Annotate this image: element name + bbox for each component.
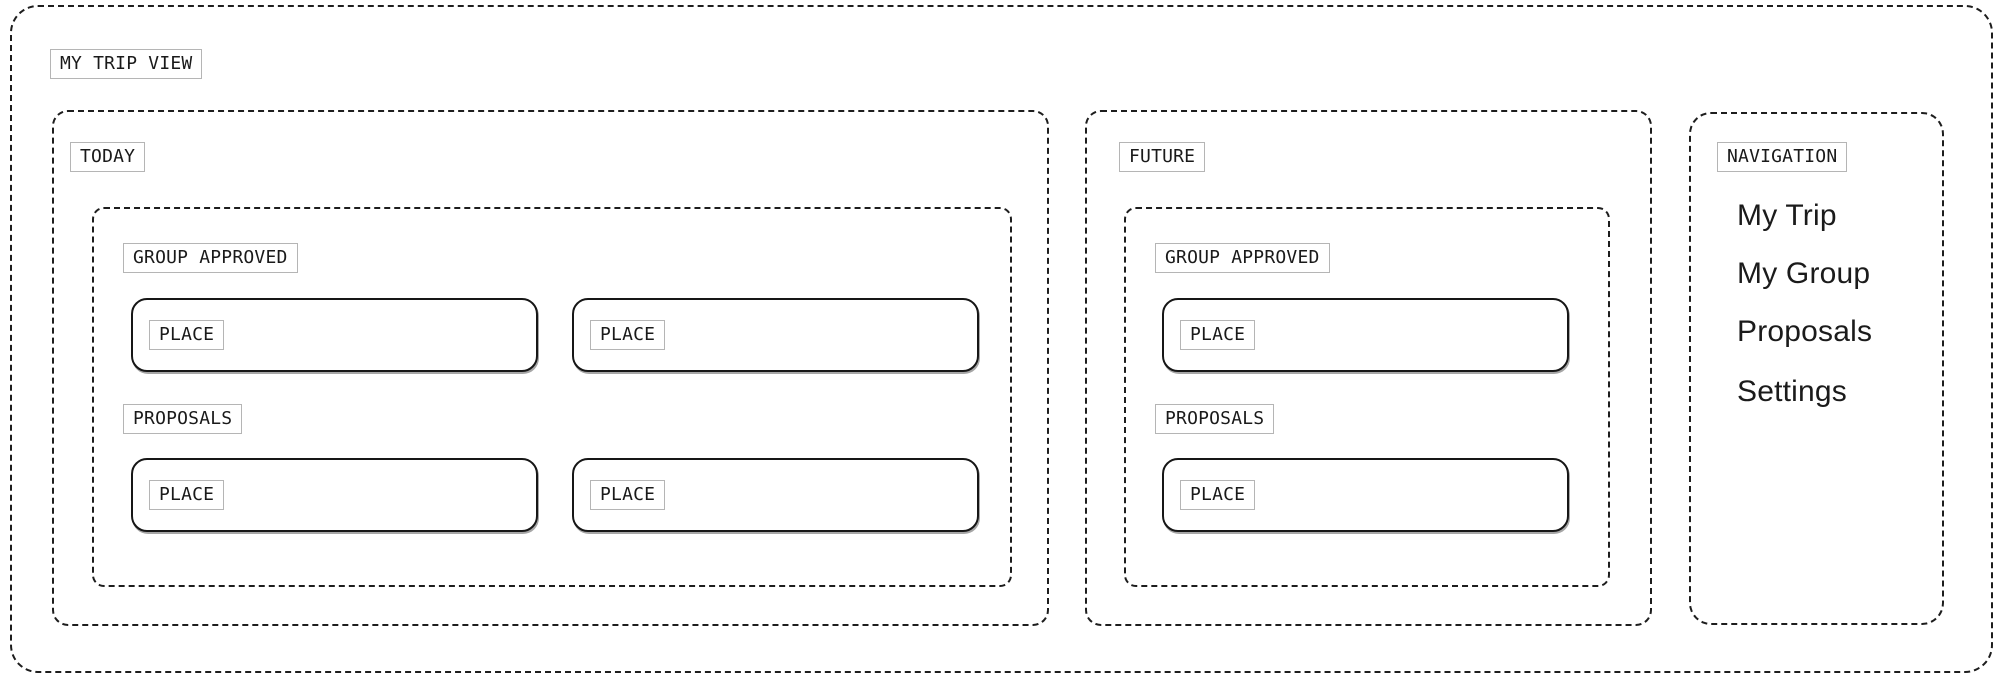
nav-item-my-trip[interactable]: My Trip bbox=[1737, 199, 1837, 232]
nav-item-my-group[interactable]: My Group bbox=[1737, 257, 1871, 290]
navigation-panel-label: NAVIGATION bbox=[1717, 142, 1848, 172]
app-frame: MY TRIP VIEW TODAY GROUP APPROVED PLACE … bbox=[10, 5, 1993, 673]
place-card-label: PLACE bbox=[149, 320, 225, 350]
place-card-label: PLACE bbox=[149, 480, 225, 510]
today-section: TODAY GROUP APPROVED PLACE PLACE PROPOSA… bbox=[52, 110, 1049, 626]
nav-item-settings[interactable]: Settings bbox=[1737, 375, 1847, 408]
future-content-box: GROUP APPROVED PLACE PROPOSALS PLACE bbox=[1124, 207, 1610, 587]
today-content-box: GROUP APPROVED PLACE PLACE PROPOSALS PLA… bbox=[92, 207, 1012, 587]
place-card[interactable]: PLACE bbox=[572, 298, 979, 372]
future-section-label: FUTURE bbox=[1119, 142, 1206, 172]
place-card-label: PLACE bbox=[1180, 480, 1256, 510]
place-card-label: PLACE bbox=[1180, 320, 1256, 350]
place-card-label: PLACE bbox=[590, 320, 666, 350]
navigation-panel: NAVIGATION My Trip My Group Proposals Se… bbox=[1689, 112, 1944, 625]
page-title: MY TRIP VIEW bbox=[50, 49, 203, 79]
place-card[interactable]: PLACE bbox=[131, 458, 538, 532]
place-card[interactable]: PLACE bbox=[131, 298, 538, 372]
place-card[interactable]: PLACE bbox=[1162, 298, 1569, 372]
today-group-approved-label: GROUP APPROVED bbox=[123, 243, 298, 273]
future-section: FUTURE GROUP APPROVED PLACE PROPOSALS PL… bbox=[1085, 110, 1652, 626]
place-card[interactable]: PLACE bbox=[572, 458, 979, 532]
today-section-label: TODAY bbox=[70, 142, 146, 172]
place-card[interactable]: PLACE bbox=[1162, 458, 1569, 532]
today-proposals-label: PROPOSALS bbox=[123, 404, 243, 434]
future-proposals-label: PROPOSALS bbox=[1155, 404, 1275, 434]
place-card-label: PLACE bbox=[590, 480, 666, 510]
future-group-approved-label: GROUP APPROVED bbox=[1155, 243, 1330, 273]
nav-item-proposals[interactable]: Proposals bbox=[1737, 315, 1873, 348]
